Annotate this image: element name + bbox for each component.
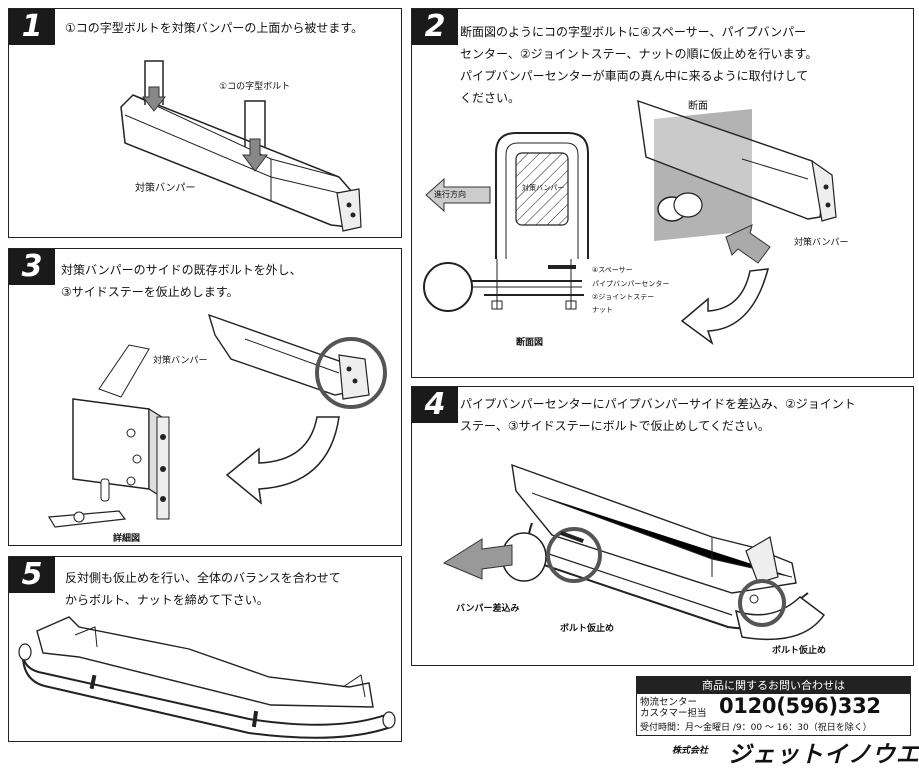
step-4-illustration [442, 463, 826, 641]
step-1-panel: 1 ①コの字型ボルトを対策バンパーの上面から被せます。 ①コの字型ボルト 対策バ… [8, 8, 402, 238]
bolt-temp-label-1: ボルト仮止め [560, 624, 615, 634]
step-2-line-4: ください。 [460, 91, 521, 105]
contact-dept-line-1: 物流センター [640, 697, 698, 708]
company-prefix: 株式会社 [672, 746, 709, 756]
step-2-illustration [423, 99, 837, 345]
step-3-text: 対策バンパーのサイドの既存ボルトを外し、 ③サイドステーを仮止めします。 [61, 259, 302, 303]
direction-label: 進行方向 [434, 190, 466, 199]
contact-dept-line-2: カスタマー担当 [640, 708, 707, 719]
nut-label: ナット [592, 306, 613, 314]
step-4-text: パイプバンパーセンターにパイプバンパーサイドを差込み、②ジョイント ステー、③サ… [460, 393, 856, 437]
contact-hours: 受付時間：月～金曜日 /9：00 ～ 16：30（祝日を除く） [640, 723, 872, 733]
step-2-line-3: パイプバンパーセンターが車両の真ん中に来るように取付けして [460, 69, 809, 83]
u-bolt-label: ①コの字型ボルト [219, 82, 291, 92]
step-5-text: 反対側も仮止めを行い、全体のバランスを合わせて からボルト、ナットを締めて下さい… [65, 567, 341, 611]
step-3-line-2: ③サイドステーを仮止めします。 [61, 285, 239, 299]
step-4-line-1: パイプバンパーセンターにパイプバンパーサイドを差込み、②ジョイント [460, 397, 856, 411]
step-4-line-2: ステー、③サイドステーにボルトで仮止めしてください。 [460, 419, 770, 433]
step-5-line-1: 反対側も仮止めを行い、全体のバランスを合わせて [65, 571, 341, 585]
step-2-line-1: 断面図のようにコの字型ボルトに④スペーサー、パイプバンパー [460, 25, 807, 39]
step-5-line-2: からボルト、ナットを締めて下さい。 [65, 593, 269, 607]
step-5-badge: 5 [9, 557, 55, 593]
detail-label: 詳細図 [113, 534, 141, 544]
contact-box: 商品に関するお問い合わせは 物流センター カスタマー担当 0120(596)33… [636, 676, 911, 736]
bumper-label-1: 対策バンパー [135, 183, 196, 194]
contact-department: 物流センター カスタマー担当 [640, 697, 720, 719]
step-3-badge: 3 [9, 249, 55, 285]
pipe-center-label: パイプバンパーセンター [592, 280, 670, 288]
step-4-panel: 4 パイプバンパーセンターにパイプバンパーサイドを差込み、②ジョイント ステー、… [411, 386, 914, 666]
joint-stay-label: ②ジョイントステー [592, 293, 655, 301]
step-1-badge: 1 [9, 9, 55, 45]
step-2-badge: 2 [412, 9, 458, 45]
company-logo-text: ジェットイノウエ [728, 742, 919, 768]
cross-section-title: 断面 [688, 101, 708, 112]
step-3-line-1: 対策バンパーのサイドの既存ボルトを外し、 [61, 263, 302, 277]
step-1-text: ①コの字型ボルトを対策バンパーの上面から被せます。 [65, 21, 364, 35]
bolt-temp-label-2: ボルト仮止め [772, 646, 827, 656]
spacer-label: ④スペーサー [592, 266, 633, 274]
contact-header: 商品に関するお問い合わせは [637, 677, 910, 694]
step-3-panel: 3 対策バンパーのサイドの既存ボルトを外し、 ③サイドステーを仮止めします。 対… [8, 248, 402, 546]
step-2-text: 断面図のようにコの字型ボルトに④スペーサー、パイプバンパー センター、②ジョイン… [460, 21, 817, 109]
step-2-line-2: センター、②ジョイントステー、ナットの順に仮止めを行います。 [460, 47, 818, 61]
step-5-illustration [18, 616, 396, 739]
step-2-panel: 2 断面図のようにコの字型ボルトに④スペーサー、パイプバンパー センター、②ジョ… [411, 8, 914, 378]
bumper-label-3: 対策バンパー [153, 356, 208, 366]
step-3-illustration [47, 313, 387, 528]
bumper-side-label: 対策バンパー [794, 238, 849, 248]
bumper-in-section-label: 対策バンパー [522, 184, 565, 192]
bumper-insert-label: バンパー差込み [456, 604, 520, 614]
step-4-badge: 4 [412, 387, 458, 423]
step-5-panel: 5 反対側も仮止めを行い、全体のバランスを合わせて からボルト、ナットを締めて下… [8, 556, 402, 742]
cross-section-diagram-label: 断面図 [516, 338, 544, 348]
contact-phone-number: 0120(596)332 [719, 694, 881, 718]
step-1-illustration [120, 60, 362, 232]
